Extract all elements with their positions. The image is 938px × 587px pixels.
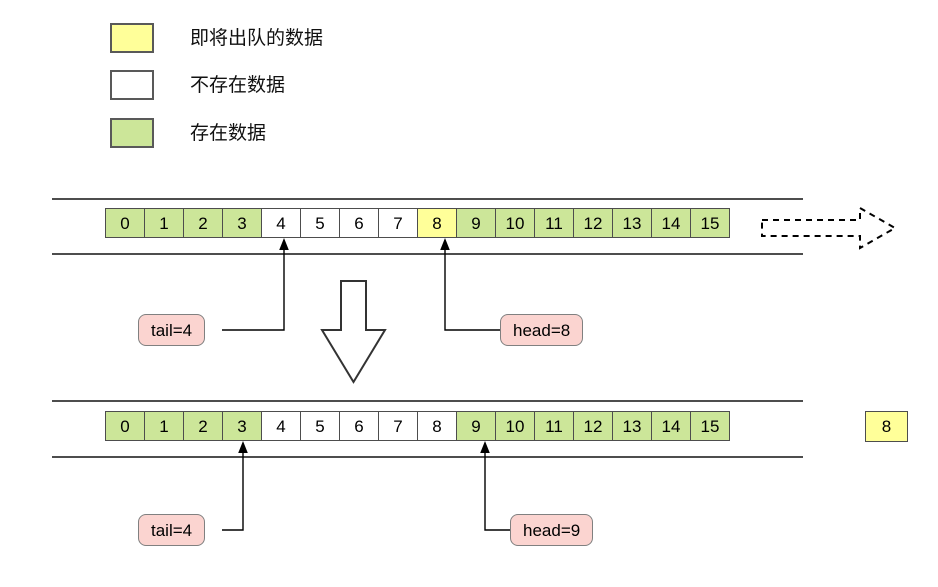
legend-item-dequeueing: 即将出队的数据 — [110, 23, 323, 53]
legend-swatch-yellow — [110, 23, 154, 53]
cell2-5: 5 — [300, 411, 340, 441]
tail-connector-row1 — [222, 238, 289, 331]
legend-swatch-white — [110, 70, 154, 100]
cell-5: 5 — [300, 208, 340, 238]
wraparound-dashed-arrow — [761, 206, 898, 250]
cell-14: 14 — [651, 208, 691, 238]
head-connector-row1 — [440, 238, 500, 331]
row1-rail-bottom — [52, 253, 803, 255]
cell-9: 9 — [456, 208, 496, 238]
cell2-11: 11 — [534, 411, 574, 441]
tail-tag-row1: tail=4 — [138, 314, 206, 346]
row1-rail-top — [52, 198, 803, 200]
tail-connector-row2 — [222, 441, 248, 531]
cell-4: 4 — [261, 208, 301, 238]
transition-down-arrow — [320, 280, 387, 384]
cell2-8: 8 — [417, 411, 457, 441]
head-connector-row2 — [480, 441, 510, 531]
cell2-10: 10 — [495, 411, 535, 441]
cell2-3: 3 — [222, 411, 262, 441]
legend-item-empty: 不存在数据 — [110, 70, 285, 100]
head-tag-row1: head=8 — [500, 314, 584, 346]
cell-8: 8 — [417, 208, 457, 238]
cell2-13: 13 — [612, 411, 652, 441]
cell2-6: 6 — [339, 411, 379, 441]
cell-6: 6 — [339, 208, 379, 238]
cell2-4: 4 — [261, 411, 301, 441]
array-row-after-dequeue: 0 1 2 3 4 5 6 7 8 9 10 11 12 13 14 15 — [105, 411, 730, 441]
cell-2: 2 — [183, 208, 223, 238]
head-tag-row2: head=9 — [510, 514, 594, 546]
row2-rail-top — [52, 400, 803, 402]
legend-label-dequeueing: 即将出队的数据 — [190, 27, 324, 49]
cell-0: 0 — [105, 208, 145, 238]
cell-15: 15 — [690, 208, 730, 238]
cell-1: 1 — [144, 208, 184, 238]
array-row-before-dequeue: 0 1 2 3 4 5 6 7 8 9 10 11 12 13 14 15 — [105, 208, 730, 238]
cell-7: 7 — [378, 208, 418, 238]
cell2-12: 12 — [573, 411, 613, 441]
cell2-7: 7 — [378, 411, 418, 441]
legend-label-empty: 不存在数据 — [190, 74, 286, 96]
cell2-14: 14 — [651, 411, 691, 441]
row2-rail-bottom — [52, 456, 803, 458]
cell-12: 12 — [573, 208, 613, 238]
cell2-15: 15 — [690, 411, 730, 441]
dequeued-value-box: 8 — [865, 411, 908, 442]
tail-tag-row2: tail=4 — [138, 514, 206, 546]
cell2-0: 0 — [105, 411, 145, 441]
cell-3: 3 — [222, 208, 262, 238]
legend-item-filled: 存在数据 — [110, 118, 266, 148]
cell-10: 10 — [495, 208, 535, 238]
cell-13: 13 — [612, 208, 652, 238]
legend-label-filled: 存在数据 — [190, 122, 267, 144]
cell-11: 11 — [534, 208, 574, 238]
cell2-1: 1 — [144, 411, 184, 441]
cell2-9: 9 — [456, 411, 496, 441]
legend-swatch-green — [110, 118, 154, 148]
cell2-2: 2 — [183, 411, 223, 441]
